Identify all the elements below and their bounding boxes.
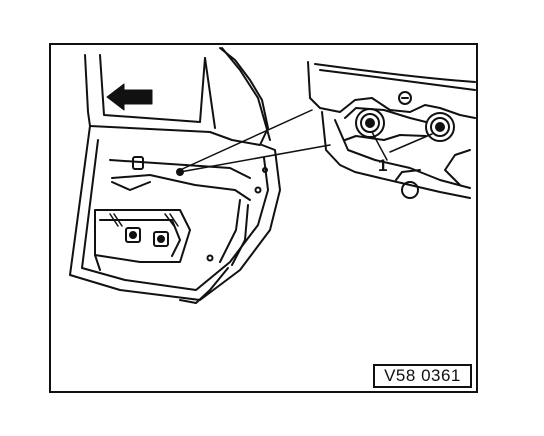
car-body-outline xyxy=(69,47,281,304)
leader-lines xyxy=(179,109,331,173)
grommet-icon xyxy=(355,108,385,138)
figure-reference-code: V58 0361 xyxy=(373,364,472,388)
callout-number: 1 xyxy=(378,156,388,175)
direction-arrow-icon xyxy=(106,83,153,111)
figure-frame xyxy=(49,43,478,393)
detail-view xyxy=(307,61,476,199)
grommet-icon xyxy=(425,112,455,142)
regulator-panel xyxy=(94,209,191,271)
